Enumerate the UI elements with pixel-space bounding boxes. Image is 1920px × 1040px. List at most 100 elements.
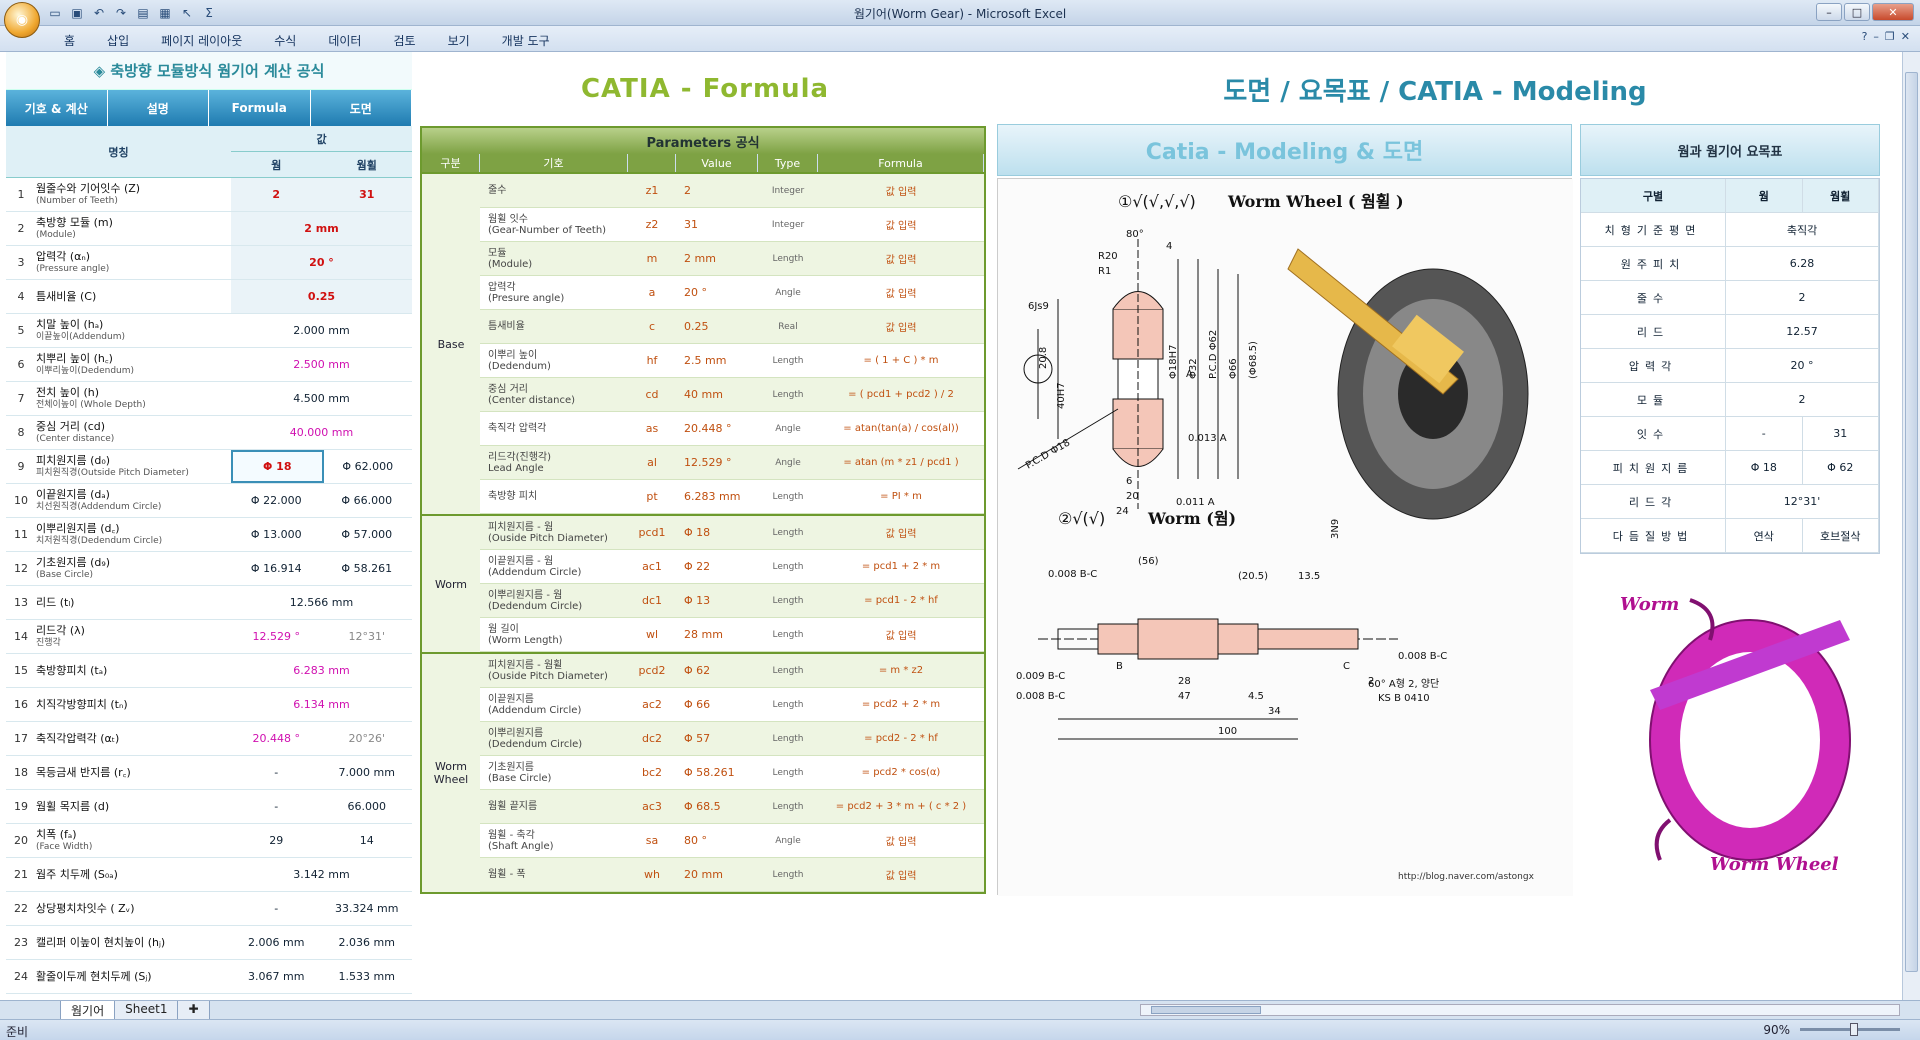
param-value[interactable]: 40 mm bbox=[684, 388, 723, 401]
zoom-slider-knob[interactable] bbox=[1850, 1023, 1858, 1036]
param-formula[interactable]: 값 입력 bbox=[885, 837, 917, 848]
nav-symbol-calc[interactable]: 기호 & 계산 bbox=[6, 90, 108, 126]
wheel-value[interactable]: Φ 66.000 bbox=[341, 494, 393, 507]
param-value[interactable]: 12.566 mm bbox=[289, 596, 354, 609]
tab-review[interactable]: 검토 bbox=[393, 34, 416, 48]
grid-icon[interactable]: ▦ bbox=[159, 6, 171, 20]
param-value[interactable]: 0.25 bbox=[307, 290, 336, 303]
worm-value[interactable]: Φ 22.000 bbox=[250, 494, 302, 507]
param-formula[interactable]: 값 입력 bbox=[885, 187, 917, 198]
restore-icon[interactable]: ❐ bbox=[1884, 30, 1895, 43]
pointer-icon[interactable]: ↖ bbox=[181, 6, 193, 20]
worm-value[interactable]: 29 bbox=[269, 834, 284, 847]
param-value[interactable]: 4.500 mm bbox=[293, 392, 350, 405]
tab-data[interactable]: 데이터 bbox=[328, 34, 362, 48]
minimize-icon[interactable]: – bbox=[1873, 30, 1879, 43]
param-formula[interactable]: = pcd1 + 2 * m bbox=[861, 561, 941, 572]
wheel-value[interactable]: 31 bbox=[359, 188, 375, 201]
minimize-button[interactable]: – bbox=[1816, 3, 1842, 21]
worm-value[interactable]: 12.529 ° bbox=[252, 630, 301, 643]
worksheet[interactable]: ◈ 축방향 모듈방식 웜기어 계산 공식 기호 & 계산 설명 Formula … bbox=[0, 52, 1902, 1000]
wheel-value[interactable]: Φ 62.000 bbox=[342, 460, 394, 473]
param-value[interactable]: 0.25 bbox=[684, 320, 709, 333]
tab-insert[interactable]: 삽입 bbox=[107, 34, 130, 48]
param-value[interactable]: 2 mm bbox=[684, 252, 716, 265]
worm-value[interactable]: 20.448 ° bbox=[252, 732, 301, 745]
wheel-value[interactable]: 66.000 bbox=[347, 800, 387, 813]
param-value[interactable]: Φ 58.261 bbox=[684, 766, 735, 779]
param-value[interactable]: 31 bbox=[684, 218, 698, 231]
param-value[interactable]: 20 ° bbox=[309, 256, 334, 269]
open-icon[interactable]: ▤ bbox=[137, 6, 149, 20]
maximize-button[interactable]: □ bbox=[1844, 3, 1870, 21]
new-icon[interactable]: ▭ bbox=[49, 6, 61, 20]
worm-value[interactable]: - bbox=[274, 800, 279, 813]
param-value[interactable]: 20 ° bbox=[684, 286, 707, 299]
vertical-scrollbar[interactable] bbox=[1902, 52, 1920, 1000]
worm-value[interactable]: 2.006 mm bbox=[248, 936, 305, 949]
param-value[interactable]: 2.000 mm bbox=[293, 324, 350, 337]
sheet-tab-sheet1[interactable]: Sheet1 bbox=[114, 1001, 179, 1021]
office-button[interactable]: ◉ bbox=[4, 2, 40, 38]
param-value[interactable]: Φ 57 bbox=[684, 732, 711, 745]
wheel-value[interactable]: 12°31' bbox=[348, 630, 386, 643]
nav-drawing[interactable]: 도면 bbox=[310, 90, 412, 126]
param-value[interactable]: 20.448 ° bbox=[684, 422, 732, 435]
param-formula[interactable]: 값 입력 bbox=[885, 323, 917, 334]
param-value[interactable]: Φ 13 bbox=[684, 594, 711, 607]
close-icon[interactable]: ✕ bbox=[1900, 30, 1910, 43]
param-formula[interactable]: = atan(tan(a) / cos(al)) bbox=[843, 423, 959, 434]
save-icon[interactable]: ▣ bbox=[71, 6, 83, 20]
redo-icon[interactable]: ↷ bbox=[115, 6, 127, 20]
wheel-value[interactable]: 14 bbox=[359, 834, 374, 847]
nav-description[interactable]: 설명 bbox=[107, 90, 209, 126]
param-formula[interactable]: 값 입력 bbox=[885, 631, 917, 642]
param-formula[interactable]: = atan (m * z1 / pcd1 ) bbox=[843, 457, 959, 468]
param-value[interactable]: Φ 22 bbox=[684, 560, 711, 573]
undo-icon[interactable]: ↶ bbox=[93, 6, 105, 20]
tab-developer[interactable]: 개발 도구 bbox=[501, 34, 550, 48]
param-value[interactable]: 2.5 mm bbox=[684, 354, 727, 367]
param-value[interactable]: Φ 62 bbox=[684, 664, 711, 677]
param-value[interactable]: 12.529 ° bbox=[684, 456, 732, 469]
wheel-value[interactable]: 2.036 mm bbox=[338, 936, 395, 949]
horizontal-scrollbar[interactable] bbox=[1140, 1004, 1900, 1016]
param-formula[interactable]: 값 입력 bbox=[885, 221, 917, 232]
wheel-value[interactable]: 7.000 mm bbox=[338, 766, 395, 779]
param-value[interactable]: 20 mm bbox=[684, 868, 723, 881]
param-formula[interactable]: = ( 1 + C ) * m bbox=[863, 355, 939, 366]
worm-value[interactable]: Φ 16.914 bbox=[250, 562, 302, 575]
param-value[interactable]: 3.142 mm bbox=[293, 868, 350, 881]
param-formula[interactable]: = pcd2 * cos(α) bbox=[861, 767, 941, 778]
param-formula[interactable]: 값 입력 bbox=[885, 289, 917, 300]
param-formula[interactable]: = pcd2 + 3 * m + ( c * 2 ) bbox=[835, 801, 967, 812]
param-formula[interactable]: = pcd2 - 2 * hf bbox=[864, 733, 938, 744]
param-formula[interactable]: 값 입력 bbox=[885, 529, 917, 540]
param-formula[interactable]: = pcd2 + 2 * m bbox=[861, 699, 941, 710]
param-value[interactable]: Φ 68.5 bbox=[684, 800, 721, 813]
param-value[interactable]: 2.500 mm bbox=[293, 358, 350, 371]
param-formula[interactable]: 값 입력 bbox=[885, 871, 917, 882]
tab-view[interactable]: 보기 bbox=[447, 34, 470, 48]
tab-page-layout[interactable]: 페이지 레이아웃 bbox=[161, 34, 243, 48]
param-value[interactable]: 6.283 mm bbox=[684, 490, 741, 503]
param-formula[interactable]: = ( pcd1 + pcd2 ) / 2 bbox=[848, 389, 954, 400]
sum-icon[interactable]: Σ bbox=[205, 6, 213, 20]
param-formula[interactable]: = pcd1 - 2 * hf bbox=[864, 595, 938, 606]
close-button[interactable]: ✕ bbox=[1872, 3, 1914, 21]
new-sheet-icon[interactable]: ✚ bbox=[177, 1001, 210, 1021]
tab-formulas[interactable]: 수식 bbox=[274, 34, 297, 48]
param-value[interactable]: 2 mm bbox=[304, 222, 339, 235]
wheel-value[interactable]: Φ 58.261 bbox=[341, 562, 393, 575]
param-value[interactable]: 40.000 mm bbox=[289, 426, 354, 439]
tab-home[interactable]: 홈 bbox=[64, 34, 76, 48]
worm-value[interactable]: Φ 13.000 bbox=[250, 528, 302, 541]
param-value[interactable]: 6.134 mm bbox=[293, 698, 350, 711]
wheel-value[interactable]: Φ 57.000 bbox=[341, 528, 393, 541]
param-formula[interactable]: 값 입력 bbox=[885, 255, 917, 266]
worm-value[interactable]: - bbox=[274, 766, 279, 779]
param-value[interactable]: 28 mm bbox=[684, 628, 723, 641]
param-value[interactable]: 80 ° bbox=[684, 834, 707, 847]
param-value[interactable]: Φ 66 bbox=[684, 698, 711, 711]
param-formula[interactable]: = m * z2 bbox=[878, 665, 924, 676]
